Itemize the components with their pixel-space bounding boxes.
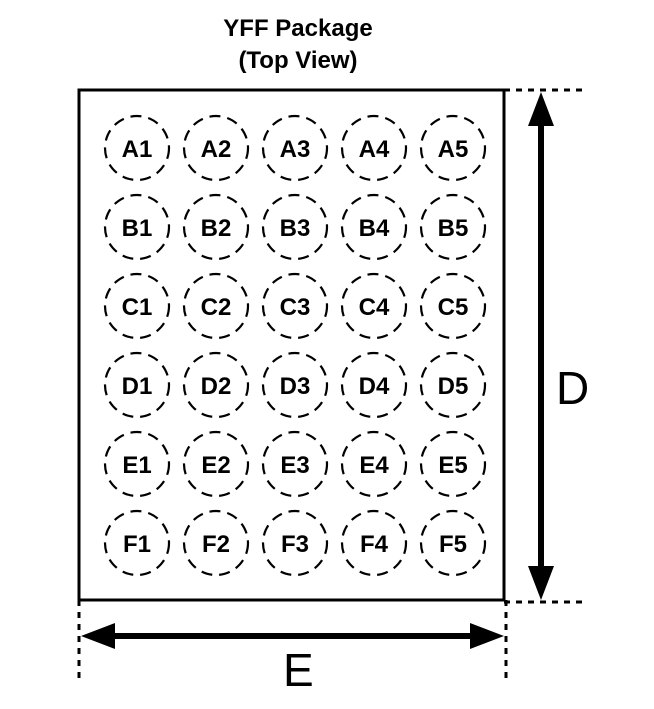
package-outline [77,88,506,602]
ball-label-c2: C2 [201,294,232,321]
ball-label-f4: F4 [360,531,389,558]
ball-outline-c5 [419,272,487,340]
ball-outline-e2 [182,430,250,498]
d-arrowhead-bottom [528,566,554,600]
ball-outline-f2 [182,509,250,577]
ball-label-a1: A1 [122,136,153,163]
e-arrowhead-left [81,623,115,649]
ball-label-e1: E1 [122,452,151,479]
ball-outline-d4 [340,351,408,419]
ball-outline-e4 [340,430,408,498]
ball-outline-c1 [103,272,171,340]
dimension-e-label: E [283,644,314,696]
ball-label-d5: D5 [438,373,469,400]
ball-outline-c2 [182,272,250,340]
ball-label-e5: E5 [438,452,467,479]
ball-outline-f5 [419,509,487,577]
ball-outline-f4 [340,509,408,577]
e-arrowhead-right [470,623,504,649]
ball-label-e4: E4 [359,452,389,479]
view-subtitle: (Top View) [238,47,358,74]
ball-outline-d3 [261,351,329,419]
ball-label-c3: C3 [280,294,311,321]
ball-outline-c4 [340,272,408,340]
ball-outline-a2 [182,114,250,182]
ball-label-e2: E2 [201,452,230,479]
package-title: YFF Package [223,15,373,42]
ball-label-a4: A4 [359,136,390,163]
ball-label-b5: B5 [438,215,469,242]
ball-outline-e1 [103,430,171,498]
ball-label-b1: B1 [122,215,153,242]
ball-outline-c3 [261,272,329,340]
ball-outline-a5 [419,114,487,182]
ball-label-b3: B3 [280,215,311,242]
ball-outline-e5 [419,430,487,498]
ball-label-d1: D1 [122,373,153,400]
ball-outline-d2 [182,351,250,419]
ball-label-c1: C1 [122,294,153,321]
ball-label-a5: A5 [438,136,469,163]
d-arrowhead-top [528,92,554,126]
ball-label-d3: D3 [280,373,311,400]
ball-label-f5: F5 [439,531,467,558]
ball-label-c4: C4 [359,294,390,321]
ball-outline-a3 [261,114,329,182]
ball-label-d4: D4 [359,373,390,400]
ball-outline-e3 [261,430,329,498]
ball-label-f2: F2 [202,531,230,558]
ball-outline-d1 [103,351,171,419]
ball-label-c5: C5 [438,294,469,321]
ball-outline-b3 [261,193,329,261]
ball-label-a3: A3 [280,136,311,163]
ball-label-d2: D2 [201,373,232,400]
ball-outline-a1 [103,114,171,182]
ball-label-f3: F3 [281,531,309,558]
ball-outline-b5 [419,193,487,261]
ball-outline-b2 [182,193,250,261]
ball-outline-f3 [261,509,329,577]
ball-label-f1: F1 [123,531,151,558]
ball-label-b2: B2 [201,215,232,242]
ball-outline-f1 [103,509,171,577]
dimension-d-label: D [556,362,589,414]
ball-label-b4: B4 [359,215,390,242]
ball-outline-a4 [340,114,408,182]
ball-label-a2: A2 [201,136,232,163]
ball-label-e3: E3 [280,452,309,479]
ball-outline-d5 [419,351,487,419]
ball-outline-b4 [340,193,408,261]
ball-outline-b1 [103,193,171,261]
